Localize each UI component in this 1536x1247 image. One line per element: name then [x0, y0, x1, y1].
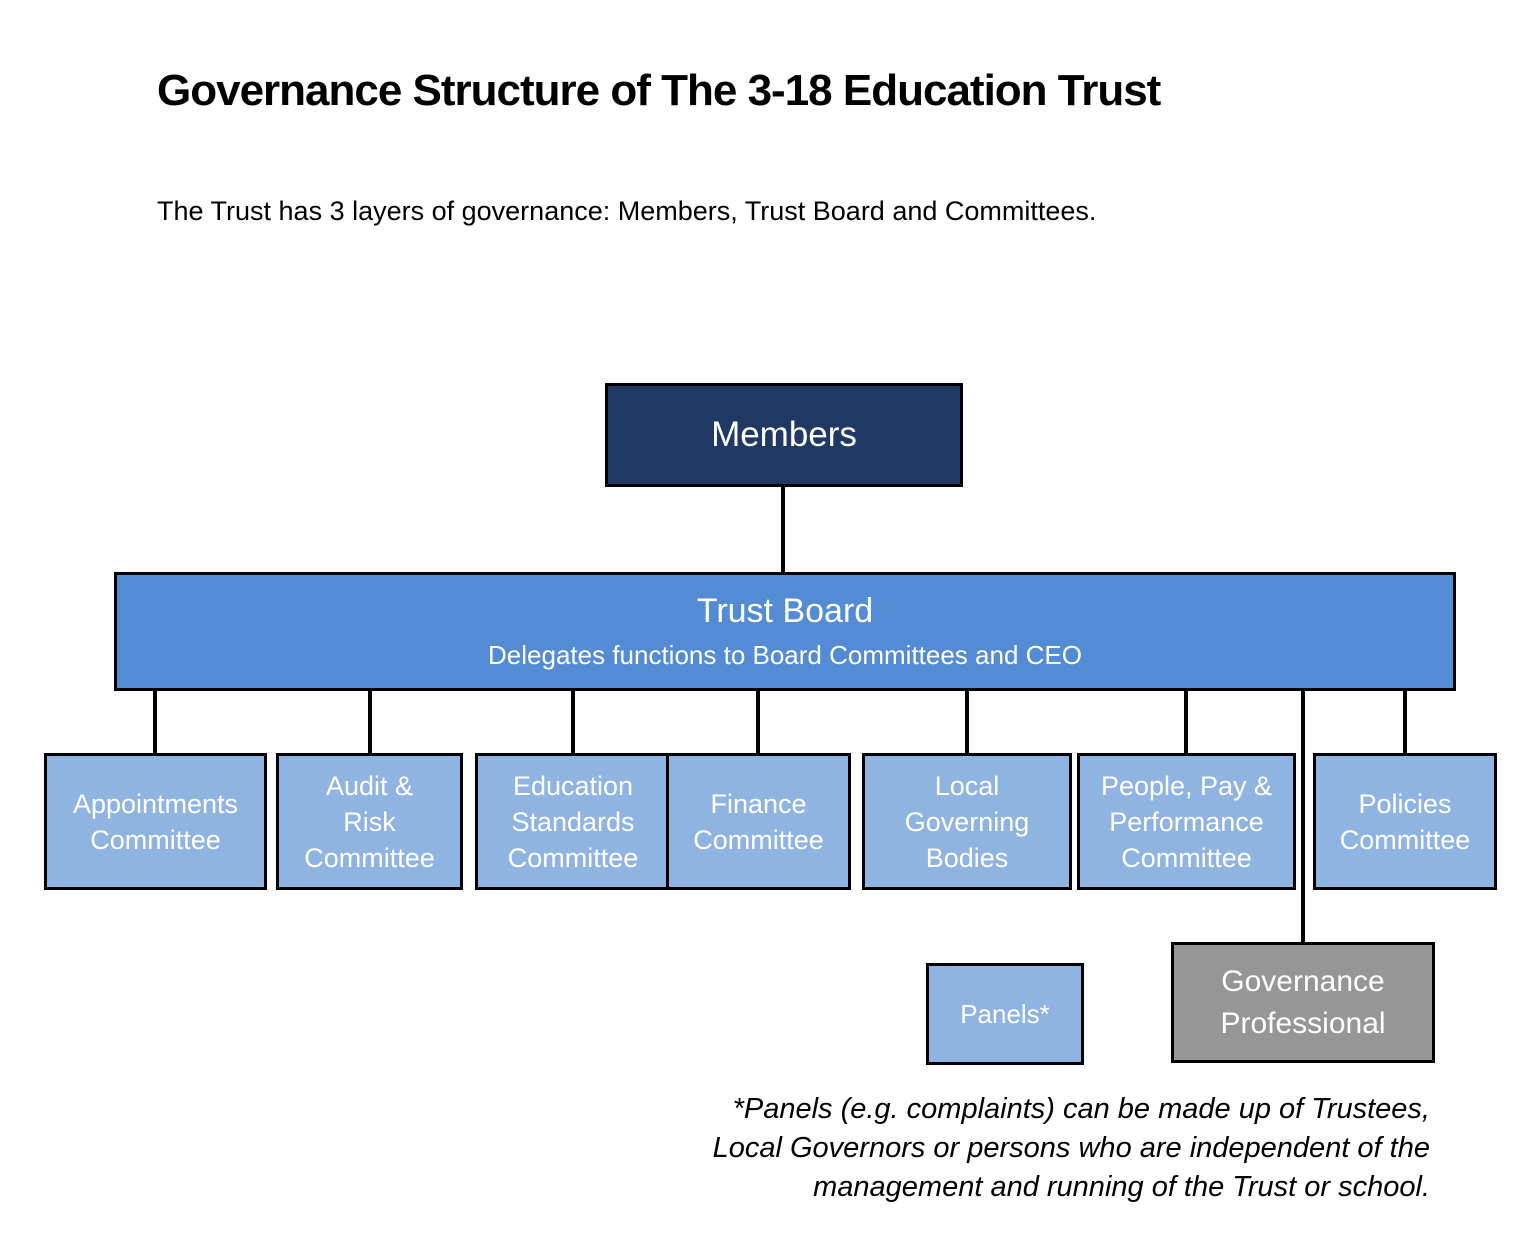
panels-footnote: *Panels (e.g. complaints) can be made up…: [712, 1093, 1430, 1203]
connector-board-appointments: [153, 691, 157, 753]
committee-box-finance: Finance Committee: [666, 753, 851, 890]
governance-professional-box: Governance Professional: [1171, 942, 1435, 1063]
connector-board-policies: [1403, 691, 1407, 753]
connector-board-local-governing-bodies: [965, 691, 969, 753]
connector-board-finance: [756, 691, 760, 753]
connector-board-people-pay-performance: [1184, 691, 1188, 753]
panels-box: Panels*: [926, 963, 1084, 1065]
page-title: Governance Structure of The 3-18 Educati…: [157, 66, 1161, 115]
connector-board-education-standards: [571, 691, 575, 753]
committee-box-education-standards: Education Standards Committee: [475, 753, 671, 890]
connector-board-governance-professional: [1301, 691, 1305, 942]
committee-box-people-pay-performance: People, Pay & Performance Committee: [1077, 753, 1296, 890]
committee-box-local-governing-bodies: Local Governing Bodies: [862, 753, 1072, 890]
connector-board-audit-risk: [368, 691, 372, 753]
members-box: Members: [605, 383, 963, 487]
trust-board-label: Trust Board: [696, 592, 874, 630]
committee-box-audit-risk: Audit & Risk Committee: [276, 753, 463, 890]
committee-box-policies: Policies Committee: [1313, 753, 1497, 890]
trust-board-box: Trust Board Delegates functions to Board…: [114, 572, 1456, 691]
trust-board-sublabel: Delegates functions to Board Committees …: [488, 640, 1082, 670]
committee-box-appointments: Appointments Committee: [44, 753, 267, 890]
connector-members-board: [781, 487, 785, 572]
intro-text: The Trust has 3 layers of governance: Me…: [157, 196, 1097, 226]
